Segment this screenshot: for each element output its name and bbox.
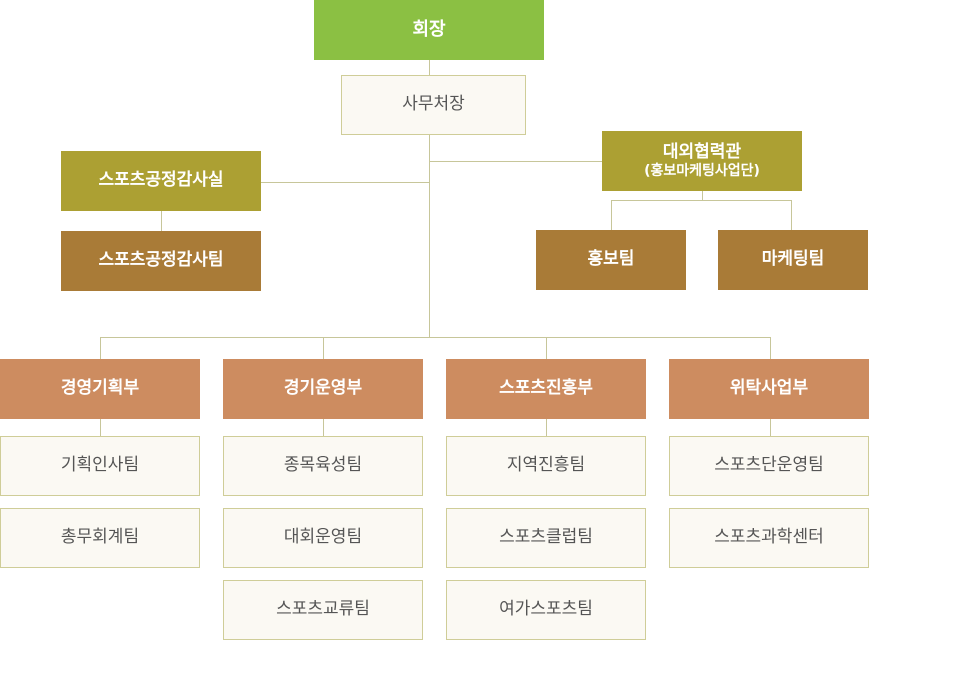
chairman-label: 회장 (412, 18, 446, 40)
secretary-general-box: 사무처장 (341, 75, 526, 135)
team-box: 총무회계팀 (0, 508, 200, 568)
connector-line (323, 419, 324, 436)
pr-team-label: 홍보팀 (587, 249, 635, 270)
connector-line (611, 200, 792, 201)
team-box: 종목육성팀 (223, 436, 423, 496)
department-box: 스포츠진흥부 (446, 359, 646, 419)
connector-line (546, 337, 547, 359)
pr-team-box: 홍보팀 (536, 230, 686, 290)
team-box: 스포츠과학센터 (669, 508, 869, 568)
department-box: 위탁사업부 (669, 359, 869, 419)
team-box: 스포츠교류팀 (223, 580, 423, 640)
connector-line (611, 200, 612, 230)
marketing-team-box: 마케팅팀 (718, 230, 868, 290)
connector-line (260, 182, 430, 183)
connector-line (770, 419, 771, 436)
connector-line (100, 337, 101, 359)
team-label: 지역진흥팀 (506, 455, 586, 476)
team-box: 기획인사팀 (0, 436, 200, 496)
team-box: 지역진흥팀 (446, 436, 646, 496)
connector-line (429, 60, 430, 76)
team-box: 여가스포츠팀 (446, 580, 646, 640)
department-box: 경기운영부 (223, 359, 423, 419)
team-label: 기획인사팀 (60, 455, 140, 476)
audit-team-label: 스포츠공정감사팀 (98, 250, 224, 271)
connector-line (429, 134, 430, 338)
external-cooperation-subtitle: (홍보마케팅사업단) (644, 162, 760, 179)
team-label: 스포츠클럽팀 (499, 527, 593, 548)
connector-line (770, 337, 771, 359)
audit-office-box: 스포츠공정감사실 (61, 151, 261, 211)
team-label: 스포츠교류팀 (276, 599, 370, 620)
team-box: 대회운영팀 (223, 508, 423, 568)
audit-team-box: 스포츠공정감사팀 (61, 231, 261, 291)
connector-line (702, 191, 703, 200)
marketing-team-label: 마케팅팀 (761, 249, 825, 270)
secretary-general-label: 사무처장 (402, 94, 465, 115)
department-box: 경영기획부 (0, 359, 200, 419)
connector-line (100, 419, 101, 436)
team-label: 종목육성팀 (283, 455, 363, 476)
team-label: 총무회계팀 (60, 527, 140, 548)
connector-line (100, 337, 771, 338)
team-box: 스포츠단운영팀 (669, 436, 869, 496)
external-cooperation-title: 대외협력관 (662, 141, 742, 162)
chairman-box: 회장 (314, 0, 544, 60)
team-label: 여가스포츠팀 (499, 599, 593, 620)
department-label: 경영기획부 (60, 378, 140, 399)
connector-line (323, 337, 324, 359)
department-label: 경기운영부 (283, 378, 363, 399)
connector-line (161, 211, 162, 231)
connector-line (429, 161, 602, 162)
audit-office-label: 스포츠공정감사실 (98, 170, 224, 191)
team-label: 스포츠단운영팀 (714, 455, 824, 476)
connector-line (791, 200, 792, 230)
department-label: 스포츠진흥부 (499, 378, 593, 399)
connector-line (546, 419, 547, 436)
team-label: 대회운영팀 (283, 527, 363, 548)
external-cooperation-box: 대외협력관 (홍보마케팅사업단) (602, 131, 802, 191)
team-label: 스포츠과학센터 (714, 527, 824, 548)
department-label: 위탁사업부 (729, 378, 809, 399)
team-box: 스포츠클럽팀 (446, 508, 646, 568)
